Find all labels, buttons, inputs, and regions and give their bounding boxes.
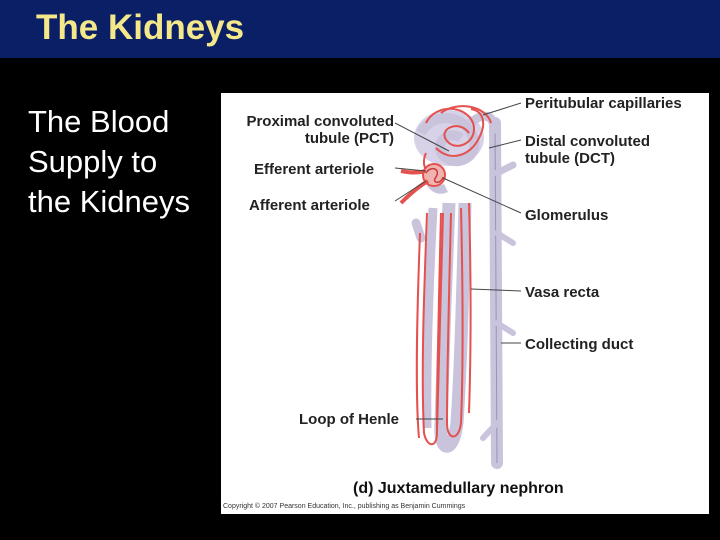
label-distal-line2: tubule (DCT): [525, 150, 615, 167]
side-text: The Blood Supply to the Kidneys: [28, 102, 218, 222]
side-text-line-1: The Blood: [28, 104, 170, 139]
collecting-duct-shape: [480, 117, 517, 469]
label-efferent-arteriole: Efferent arteriole: [254, 161, 375, 178]
leader-lines: [394, 102, 522, 420]
figure-caption: (d) Juxtamedullary nephron: [353, 480, 564, 497]
label-collecting-duct: Collecting duct: [525, 336, 634, 353]
title-bar: The Kidneys: [0, 0, 720, 58]
copyright-text: Copyright © 2007 Pearson Education, Inc.…: [223, 503, 466, 510]
side-text-line-3: the Kidneys: [28, 184, 190, 219]
slide-title: The Kidneys: [36, 8, 245, 47]
glomerulus-shape: [422, 163, 446, 187]
label-peritubular-capillaries: Peritubular capillaries: [525, 95, 682, 112]
label-distal: Distal convoluted tubule (DCT): [525, 133, 650, 167]
label-glomerulus: Glomerulus: [525, 207, 609, 224]
side-text-line-2: Supply to: [28, 144, 158, 179]
label-distal-line1: Distal convoluted: [525, 133, 651, 150]
label-proximal-line2: tubule (PCT): [304, 130, 394, 147]
label-afferent-arteriole: Afferent arteriole: [249, 197, 370, 214]
arterioles-shape: [399, 169, 430, 205]
label-proximal: Proximal convoluted tubule (PCT): [225, 113, 394, 147]
label-loop-of-henle: Loop of Henle: [299, 411, 399, 428]
label-proximal-line1: Proximal convoluted: [246, 113, 394, 130]
nephron-illustration: [394, 102, 522, 469]
label-vasa-recta: Vasa recta: [525, 284, 600, 301]
nephron-figure: Proximal convoluted tubule (PCT) Efferen…: [221, 93, 709, 514]
